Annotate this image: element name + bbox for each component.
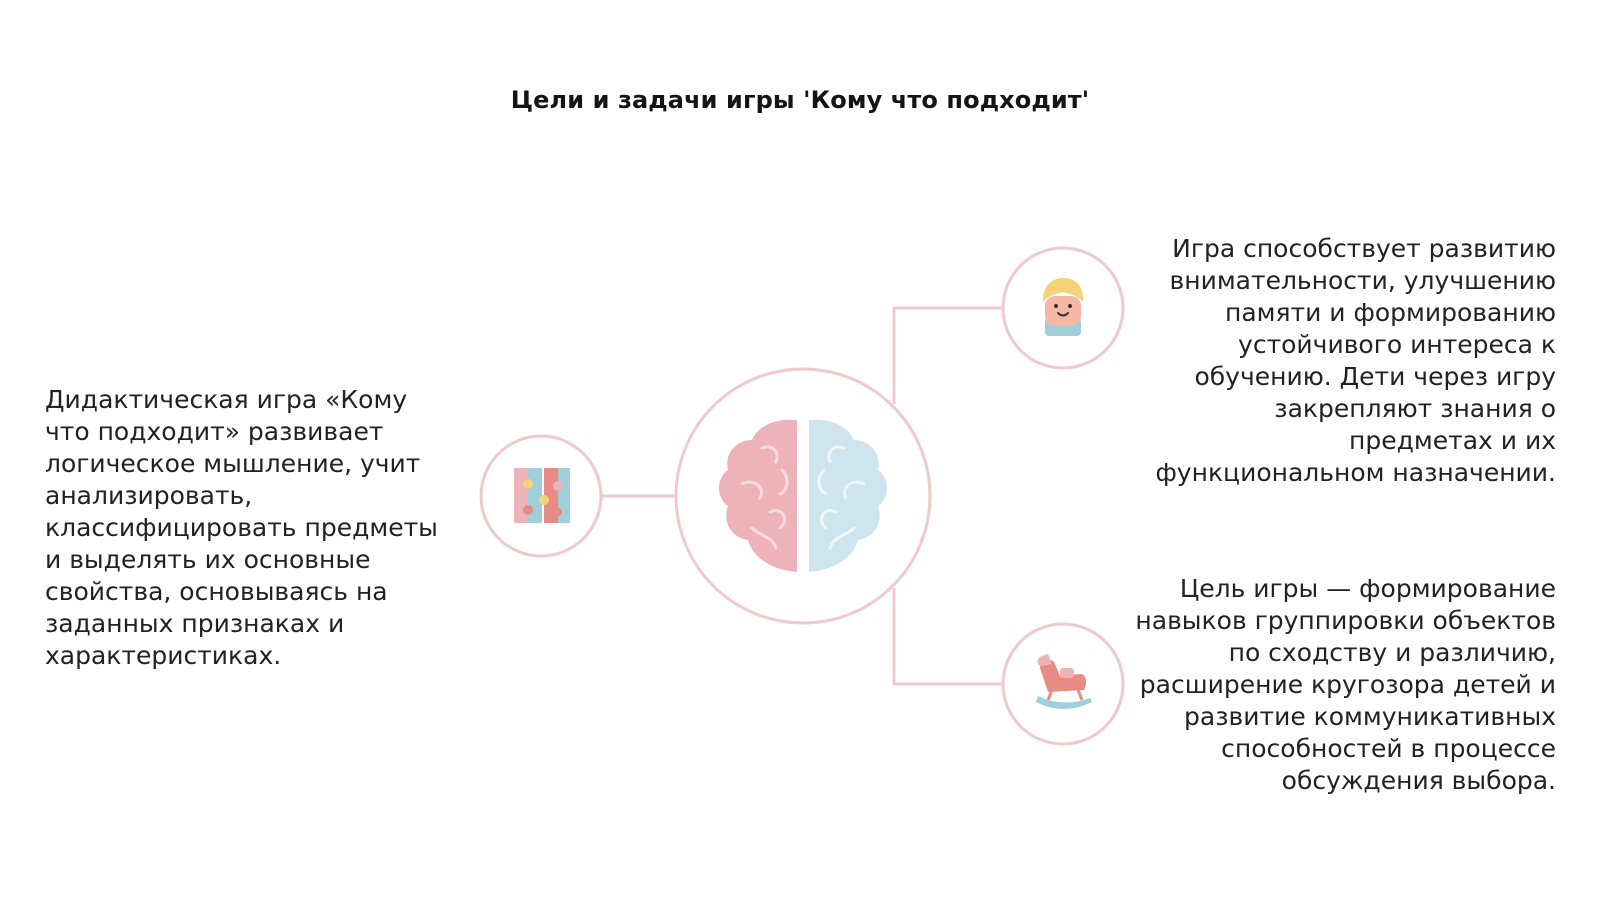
puzzle-blocks-icon	[514, 468, 570, 523]
right-bottom-node	[1001, 622, 1125, 746]
connectors	[601, 306, 1003, 686]
rocking-horse-icon	[1036, 654, 1092, 709]
right-top-node	[1001, 246, 1125, 370]
text-block-left: Дидактическая игра «Кому что подходит» р…	[45, 385, 438, 670]
text-block-right-bottom: Цель игры — формирование навыков группир…	[1135, 574, 1556, 795]
brain-icon	[719, 419, 887, 572]
left-node	[479, 434, 603, 558]
child-face-icon	[1042, 278, 1084, 336]
center-node	[674, 367, 932, 625]
page-title: Цели и задачи игры 'Кому что подходит'	[510, 86, 1090, 114]
connector-right-bottom	[892, 588, 1003, 686]
text-block-right-top: Игра способствует развитию внимательност…	[1155, 234, 1556, 487]
connector-right-top	[892, 306, 1003, 404]
